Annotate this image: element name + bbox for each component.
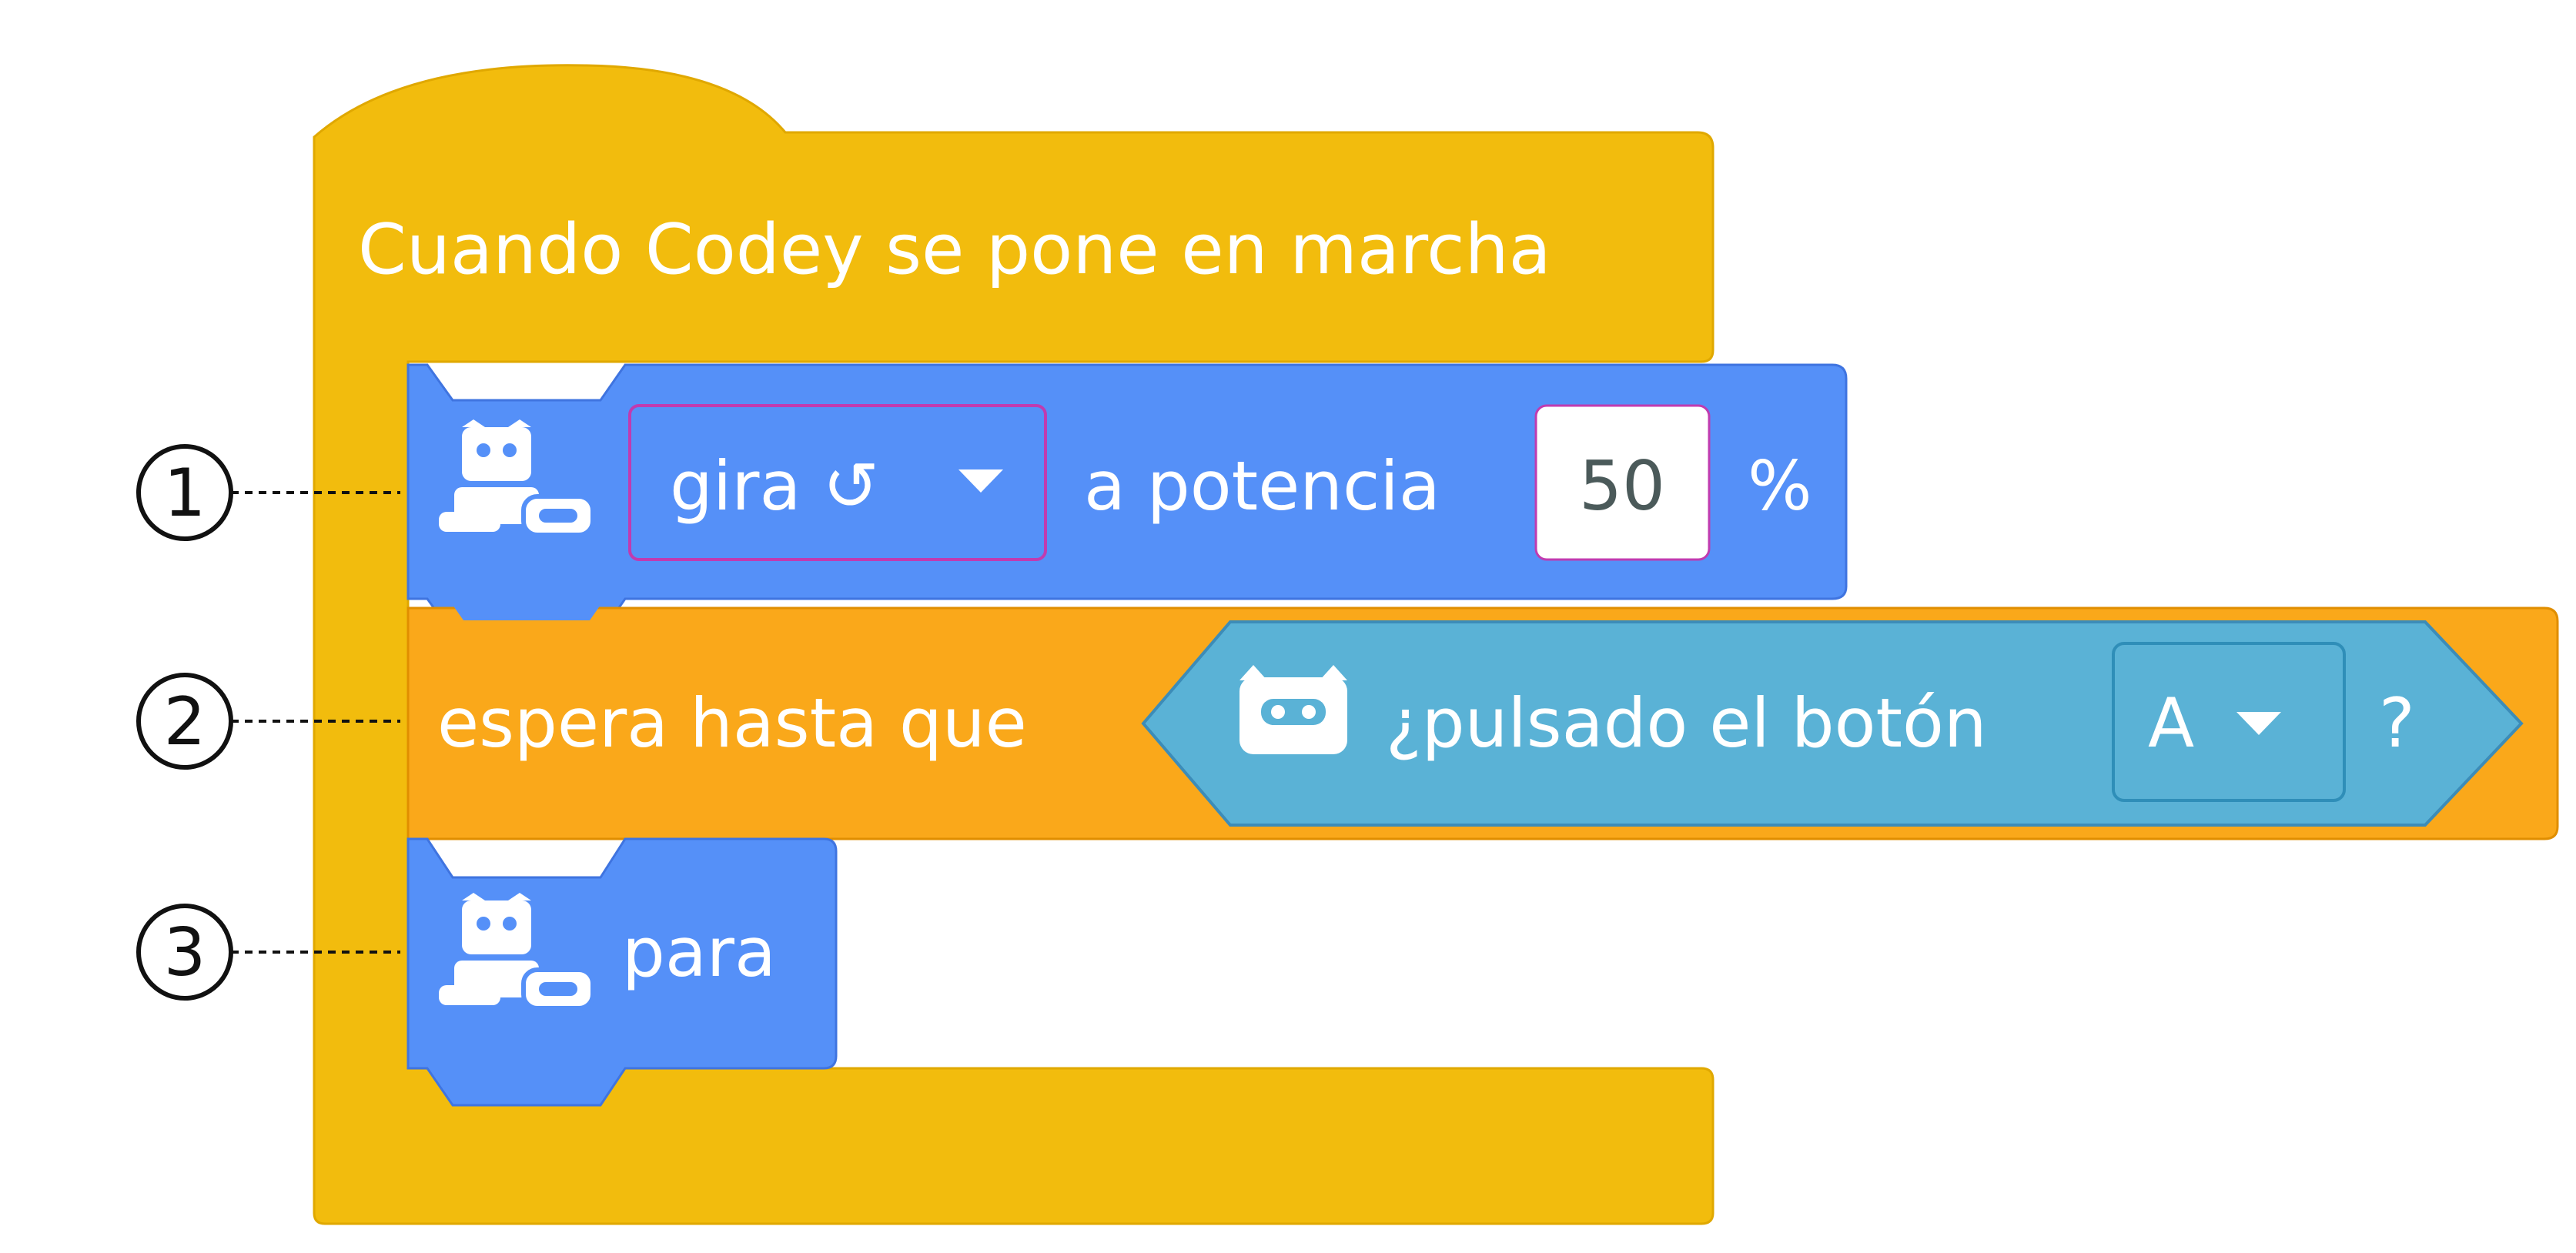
power-value: 50: [1579, 446, 1665, 526]
stop-label: para: [622, 913, 776, 992]
dropdown-triangle-icon: [2236, 712, 2281, 735]
callout-3: 3: [136, 904, 400, 1001]
button-option-value: A: [2148, 683, 2194, 763]
callout-3-number: 3: [164, 914, 206, 991]
dropdown-triangle-icon: [958, 469, 1003, 493]
codey-robot-icon: [439, 419, 595, 537]
power-label: a potencia: [1084, 446, 1440, 526]
turn-direction-label: gira ↺: [670, 446, 879, 526]
question-mark-label: ?: [2379, 683, 2415, 763]
power-value-input[interactable]: 50: [1534, 404, 1711, 561]
callout-1-number: 1: [164, 455, 206, 532]
callout-2: 2: [136, 673, 400, 770]
codey-face-icon: [1239, 665, 1347, 754]
wait-until-label: espera hasta que: [437, 683, 1027, 763]
wait-until-block[interactable]: espera hasta que ¿pulsado el botón A ?: [406, 605, 2559, 840]
turn-at-power-block[interactable]: gira ↺ a potencia 50 %: [406, 363, 1848, 636]
codey-robot-icon: [439, 893, 595, 1011]
button-pressed-condition[interactable]: ¿pulsado el botón A ?: [1141, 620, 2524, 827]
button-pressed-label: ¿pulsado el botón: [1386, 683, 1987, 763]
power-unit-label: %: [1748, 446, 1812, 526]
callout-1: 1: [136, 444, 400, 541]
turn-direction-dropdown[interactable]: gira ↺: [628, 404, 1047, 561]
hat-block-when-codey-starts[interactable]: Cuando Codey se pone en marcha: [313, 64, 1715, 1225]
callout-2-number: 2: [164, 683, 206, 760]
hat-block-label: Cuando Codey se pone en marcha: [358, 209, 1551, 290]
button-option-dropdown[interactable]: A: [2112, 642, 2346, 802]
stop-block[interactable]: para: [406, 837, 838, 1107]
